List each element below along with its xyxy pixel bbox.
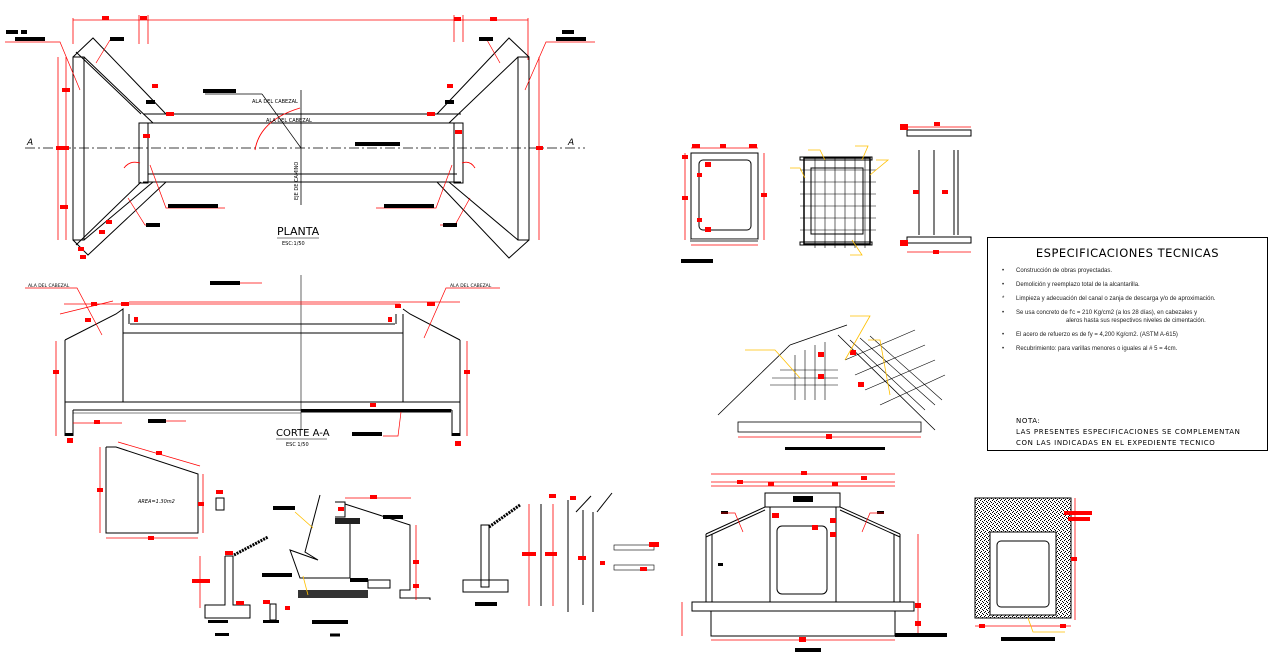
spec-item: * Limpieza y adecuación del canal o zanja… (998, 296, 1264, 304)
nota-line-2: CON LAS INDICADAS EN EL EXPEDIENTE TECNI… (1016, 439, 1216, 447)
label-ala-cabezal-1: ALA DEL CABEZAL (252, 99, 298, 105)
section-marker-left: A (26, 138, 33, 148)
spec-text-continued: aleros hasta sus respectivos niveles de … (1066, 317, 1206, 324)
bullet-icon: • (1002, 268, 1005, 274)
corte-scale: ESC 1/50 (286, 442, 309, 448)
spec-text: Limpieza y adecuación del canal o zanja … (1016, 296, 1216, 302)
specs-title: ESPECIFICACIONES TECNICAS (1035, 246, 1220, 260)
stippled-box-section (974, 497, 1092, 641)
label-eje-camino: EJE DE CAMINO (294, 162, 300, 200)
spec-item: • Se usa concreto de f'c = 210 Kg/cm2 (a … (998, 310, 1264, 325)
corte-label-ala-right: ALA DEL CABEZAL (450, 283, 492, 289)
area-label: AREA=1.30m2 (137, 499, 175, 505)
planta-title: PLANTA (277, 225, 320, 238)
bullet-icon: * (1002, 296, 1005, 302)
spec-item: • Recubrimiento: para varillas menores o … (998, 346, 1264, 354)
nota-block: NOTA: LAS PRESENTES ESPECIFICACIONES SE … (1016, 416, 1241, 449)
label-ala-cabezal-2: ALA DEL CABEZAL (266, 118, 312, 124)
spec-item: • El acero de refuerzo es de fy = 4,200 K… (998, 332, 1264, 340)
section-marker-right: A (567, 138, 574, 148)
spec-text: Se usa concreto de f'c = 210 Kg/cm2 (a l… (1016, 310, 1198, 316)
bullet-icon: • (1002, 345, 1005, 352)
spec-text: Construcción de obras proyectadas. (1016, 268, 1113, 274)
spec-item: • Demolición y reemplazo total de la alca… (998, 282, 1264, 290)
spec-text: Demolición y reemplazo total de la alcan… (1016, 282, 1140, 288)
isometric-rebar-detail (717, 315, 946, 450)
nota-title: NOTA: (1016, 417, 1041, 425)
plan-view (5, 15, 595, 259)
bullet-icon: • (1002, 331, 1005, 338)
specs-list: • Construcción de obras proyectadas. • Dem… (998, 268, 1264, 360)
corte-title: CORTE A-A (276, 428, 330, 439)
wing-area-detail (97, 441, 225, 540)
planta-scale: ESC:1/50 (282, 241, 305, 247)
bullet-icon: • (1002, 310, 1005, 316)
nota-line-1: LAS PRESENTES ESPECIFICACIONES SE COMPLE… (1016, 428, 1241, 436)
spec-text: Recubrimiento: para varillas menores o i… (1016, 345, 1178, 352)
section-view (25, 275, 500, 446)
wall-details (192, 494, 431, 637)
rebar-details (462, 492, 659, 612)
bullet-icon: • (1002, 282, 1005, 288)
spec-item: • Construcción de obras proyectadas. (998, 268, 1264, 276)
box-section-details (681, 122, 972, 263)
spec-text: El acero de refuerzo es de fy = 4,200 Kg… (1016, 331, 1178, 338)
corte-label-ala-left: ALA DEL CABEZAL (28, 283, 70, 289)
specifications-panel: ESPECIFICACIONES TECNICAS • Construcción … (987, 237, 1268, 451)
front-elevation (681, 471, 947, 652)
